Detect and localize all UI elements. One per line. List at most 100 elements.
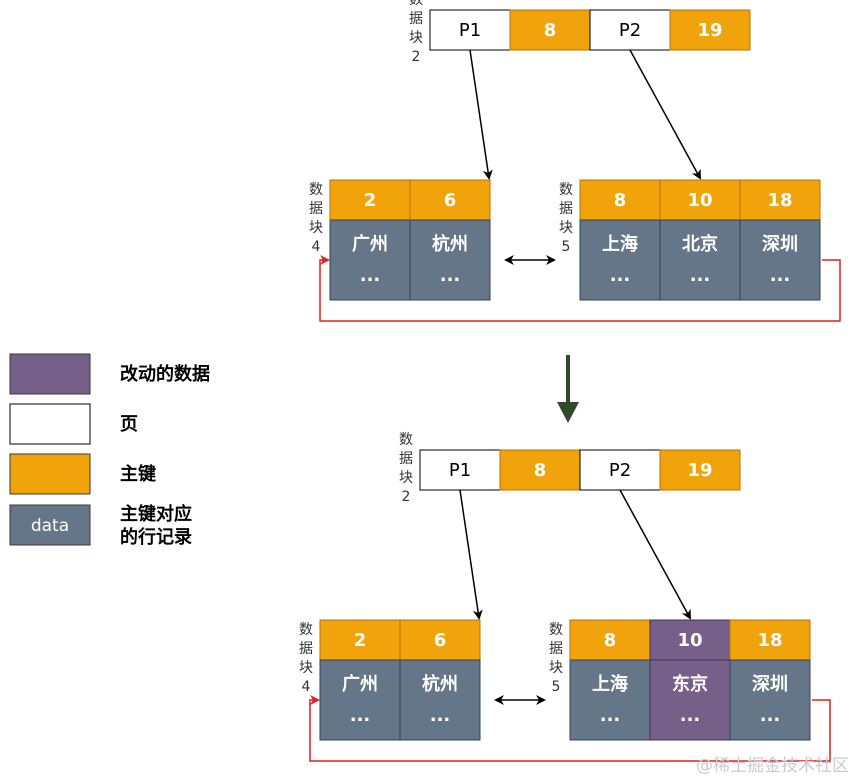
legend-label: 主键对应 xyxy=(120,503,192,525)
key-cell xyxy=(579,179,661,221)
after-leaf-left-block-label-char: 据 xyxy=(299,641,313,657)
before-root-block-label-char: 2 xyxy=(412,49,421,65)
row-cell xyxy=(319,659,401,741)
row-cell xyxy=(659,219,741,301)
pointer-cell xyxy=(589,9,671,51)
row-ellipsis: ... xyxy=(610,265,631,286)
after-leaf-left-block-label-char: 数 xyxy=(299,622,313,638)
row-ellipsis: ... xyxy=(360,265,381,286)
key-label: 2 xyxy=(364,190,377,211)
row-cell xyxy=(729,659,811,741)
row-value: 东京 xyxy=(672,673,708,695)
before-root-block-label-char: 块 xyxy=(409,30,423,46)
pointer-label: P2 xyxy=(619,20,641,41)
row-value: 深圳 xyxy=(752,673,788,695)
after-root-block-label-char: 据 xyxy=(399,451,413,467)
key-label: 6 xyxy=(434,630,447,651)
legend-item: 主键 xyxy=(9,453,156,495)
key-label: 8 xyxy=(534,460,547,481)
row-value: 广州 xyxy=(352,233,388,255)
before-leaf-right-block-label-char: 数 xyxy=(559,182,573,198)
row-cell xyxy=(579,219,661,301)
watermark: @稀土掘金技术社区 xyxy=(696,756,849,776)
pointer-label: P1 xyxy=(459,20,481,41)
row-cell xyxy=(329,219,411,301)
pointer-label: P2 xyxy=(609,460,631,481)
legend-swatch-label: data xyxy=(31,516,69,536)
legend-label: 的行记录 xyxy=(120,526,192,548)
pointer-cell xyxy=(579,449,661,491)
row-value: 广州 xyxy=(342,673,378,695)
legend-label: 改动的数据 xyxy=(120,363,210,385)
row-value: 上海 xyxy=(602,233,638,255)
before-p2-arrow xyxy=(629,49,701,180)
legend-swatch xyxy=(9,453,91,495)
key-label: 8 xyxy=(604,630,617,651)
key-cell xyxy=(499,449,581,491)
row-cell xyxy=(739,219,821,301)
row-ellipsis: ... xyxy=(440,265,461,286)
before-leaf-left-block-label-char: 4 xyxy=(312,239,321,255)
before-leaf-left-block-label-char: 块 xyxy=(309,220,323,236)
before-leaf-left-block-label-char: 数 xyxy=(309,182,323,198)
legend-swatch xyxy=(9,504,91,546)
legend-label: 主键 xyxy=(120,463,156,485)
key-cell xyxy=(319,619,401,661)
row-ellipsis: ... xyxy=(760,705,781,726)
after-root-block-label-char: 数 xyxy=(399,432,413,448)
after-red-link-arrow xyxy=(309,695,831,762)
row-ellipsis: ... xyxy=(690,265,711,286)
row-value: 上海 xyxy=(592,673,628,695)
before-root-block-label-char: 据 xyxy=(409,11,423,27)
key-label: 18 xyxy=(767,190,792,211)
after-leaf-right-block-label-char: 据 xyxy=(549,641,563,657)
key-label: 6 xyxy=(444,190,457,211)
key-cell xyxy=(399,619,481,661)
after-leaf-right-block-label: 数据块 5 xyxy=(549,622,563,695)
before-leaf-right-block-label-char: 块 xyxy=(559,220,573,236)
after-p1-arrow xyxy=(459,489,483,620)
before-root-block-label-char: 数 xyxy=(409,0,423,8)
key-cell xyxy=(569,619,651,661)
connector-layer xyxy=(309,49,841,762)
key-label: 10 xyxy=(687,190,712,211)
before-leaf-right-block-label-char: 5 xyxy=(562,239,571,255)
row-cell xyxy=(399,659,481,741)
key-label: 8 xyxy=(544,20,557,41)
after-root-block-label-char: 块 xyxy=(399,470,413,486)
row-ellipsis: ... xyxy=(600,705,621,726)
before-root-block-label: 数据块 2 xyxy=(409,0,423,65)
key-cell xyxy=(729,619,811,661)
row-ellipsis: ... xyxy=(430,705,451,726)
row-value: 北京 xyxy=(682,233,718,255)
before-p1-arrow xyxy=(469,49,493,180)
legend-swatch xyxy=(9,403,91,445)
key-label: 19 xyxy=(697,20,722,41)
pointer-cell xyxy=(419,449,501,491)
legend-item: 页 xyxy=(9,403,138,445)
after-root-block-label-char: 2 xyxy=(402,489,411,505)
key-cell xyxy=(669,9,751,51)
row-value: 深圳 xyxy=(762,233,798,255)
changed-row-cell xyxy=(649,659,731,741)
after-leaf-right-block-label-char: 数 xyxy=(549,622,563,638)
key-cell xyxy=(739,179,821,221)
row-ellipsis: ... xyxy=(350,705,371,726)
before-root-page: P1 8 P2 19 数据块 2 xyxy=(409,0,751,65)
pointer-label: P1 xyxy=(449,460,471,481)
row-ellipsis: ... xyxy=(770,265,791,286)
key-cell xyxy=(409,179,491,221)
after-leaf-right-block-label-char: 块 xyxy=(549,660,563,676)
before-leaf-right-block-label-char: 据 xyxy=(559,201,573,217)
key-label: 2 xyxy=(354,630,367,651)
row-cell xyxy=(409,219,491,301)
after-leaf-right-block-label-char: 5 xyxy=(552,679,561,695)
